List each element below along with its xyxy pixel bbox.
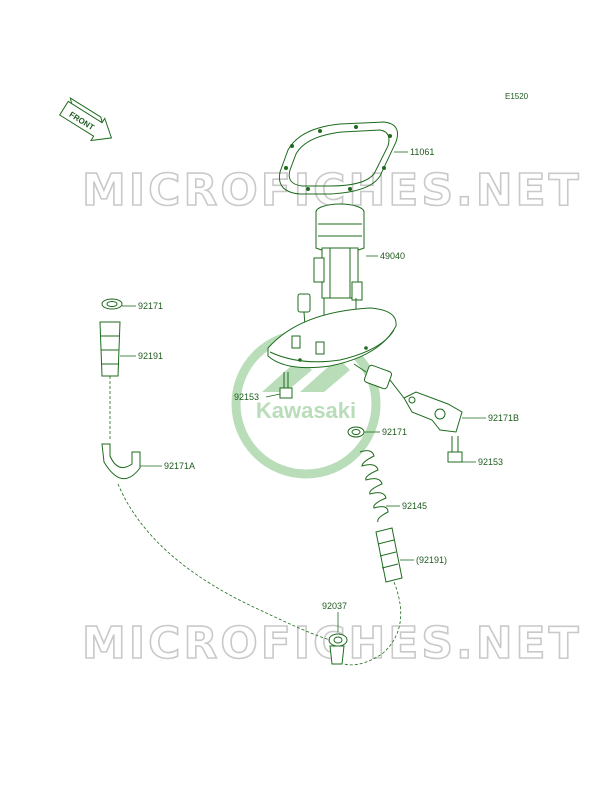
clamp-92171-center [347, 426, 365, 438]
part-label-92153-right: 92153 [478, 457, 503, 467]
hose-92191-lower [375, 527, 403, 583]
part-label-92171B: 92171B [488, 413, 519, 423]
gasket-11061 [278, 121, 398, 195]
diagram-code: E1520 [505, 92, 529, 101]
bracket-92171B [389, 379, 463, 433]
part-label-92171-left: 92171 [138, 301, 163, 311]
part-label-92153-left: 92153 [234, 392, 259, 402]
bolt-92153-left [279, 372, 293, 399]
leader-lines [120, 151, 486, 632]
part-label-92145: 92145 [402, 501, 427, 511]
part-label-49040: 49040 [380, 251, 405, 261]
outlet-connector [353, 363, 393, 390]
clamp-92171A [101, 443, 141, 479]
bolt-92153-right [447, 436, 463, 463]
part-label-92037: 92037 [322, 601, 347, 611]
logo-text: Kawasaki [256, 398, 356, 423]
part-labels: 11061 49040 92171 92191 92171A 92153 921… [138, 147, 519, 611]
part-label-92191-left: 92191 [138, 351, 163, 361]
spring-92145 [359, 450, 389, 523]
hose-92191-left [99, 321, 121, 377]
part-label-92191-lower: (92191) [416, 555, 447, 565]
front-arrow-icon: FRONT [59, 96, 113, 142]
part-label-92171-center: 92171 [382, 427, 407, 437]
fitting-92037 [328, 633, 348, 665]
fuel-pump-49040 [267, 203, 397, 369]
clamp-92171-left [101, 298, 123, 310]
part-label-11061: 11061 [410, 147, 434, 157]
part-label-92171A: 92171A [164, 461, 195, 471]
